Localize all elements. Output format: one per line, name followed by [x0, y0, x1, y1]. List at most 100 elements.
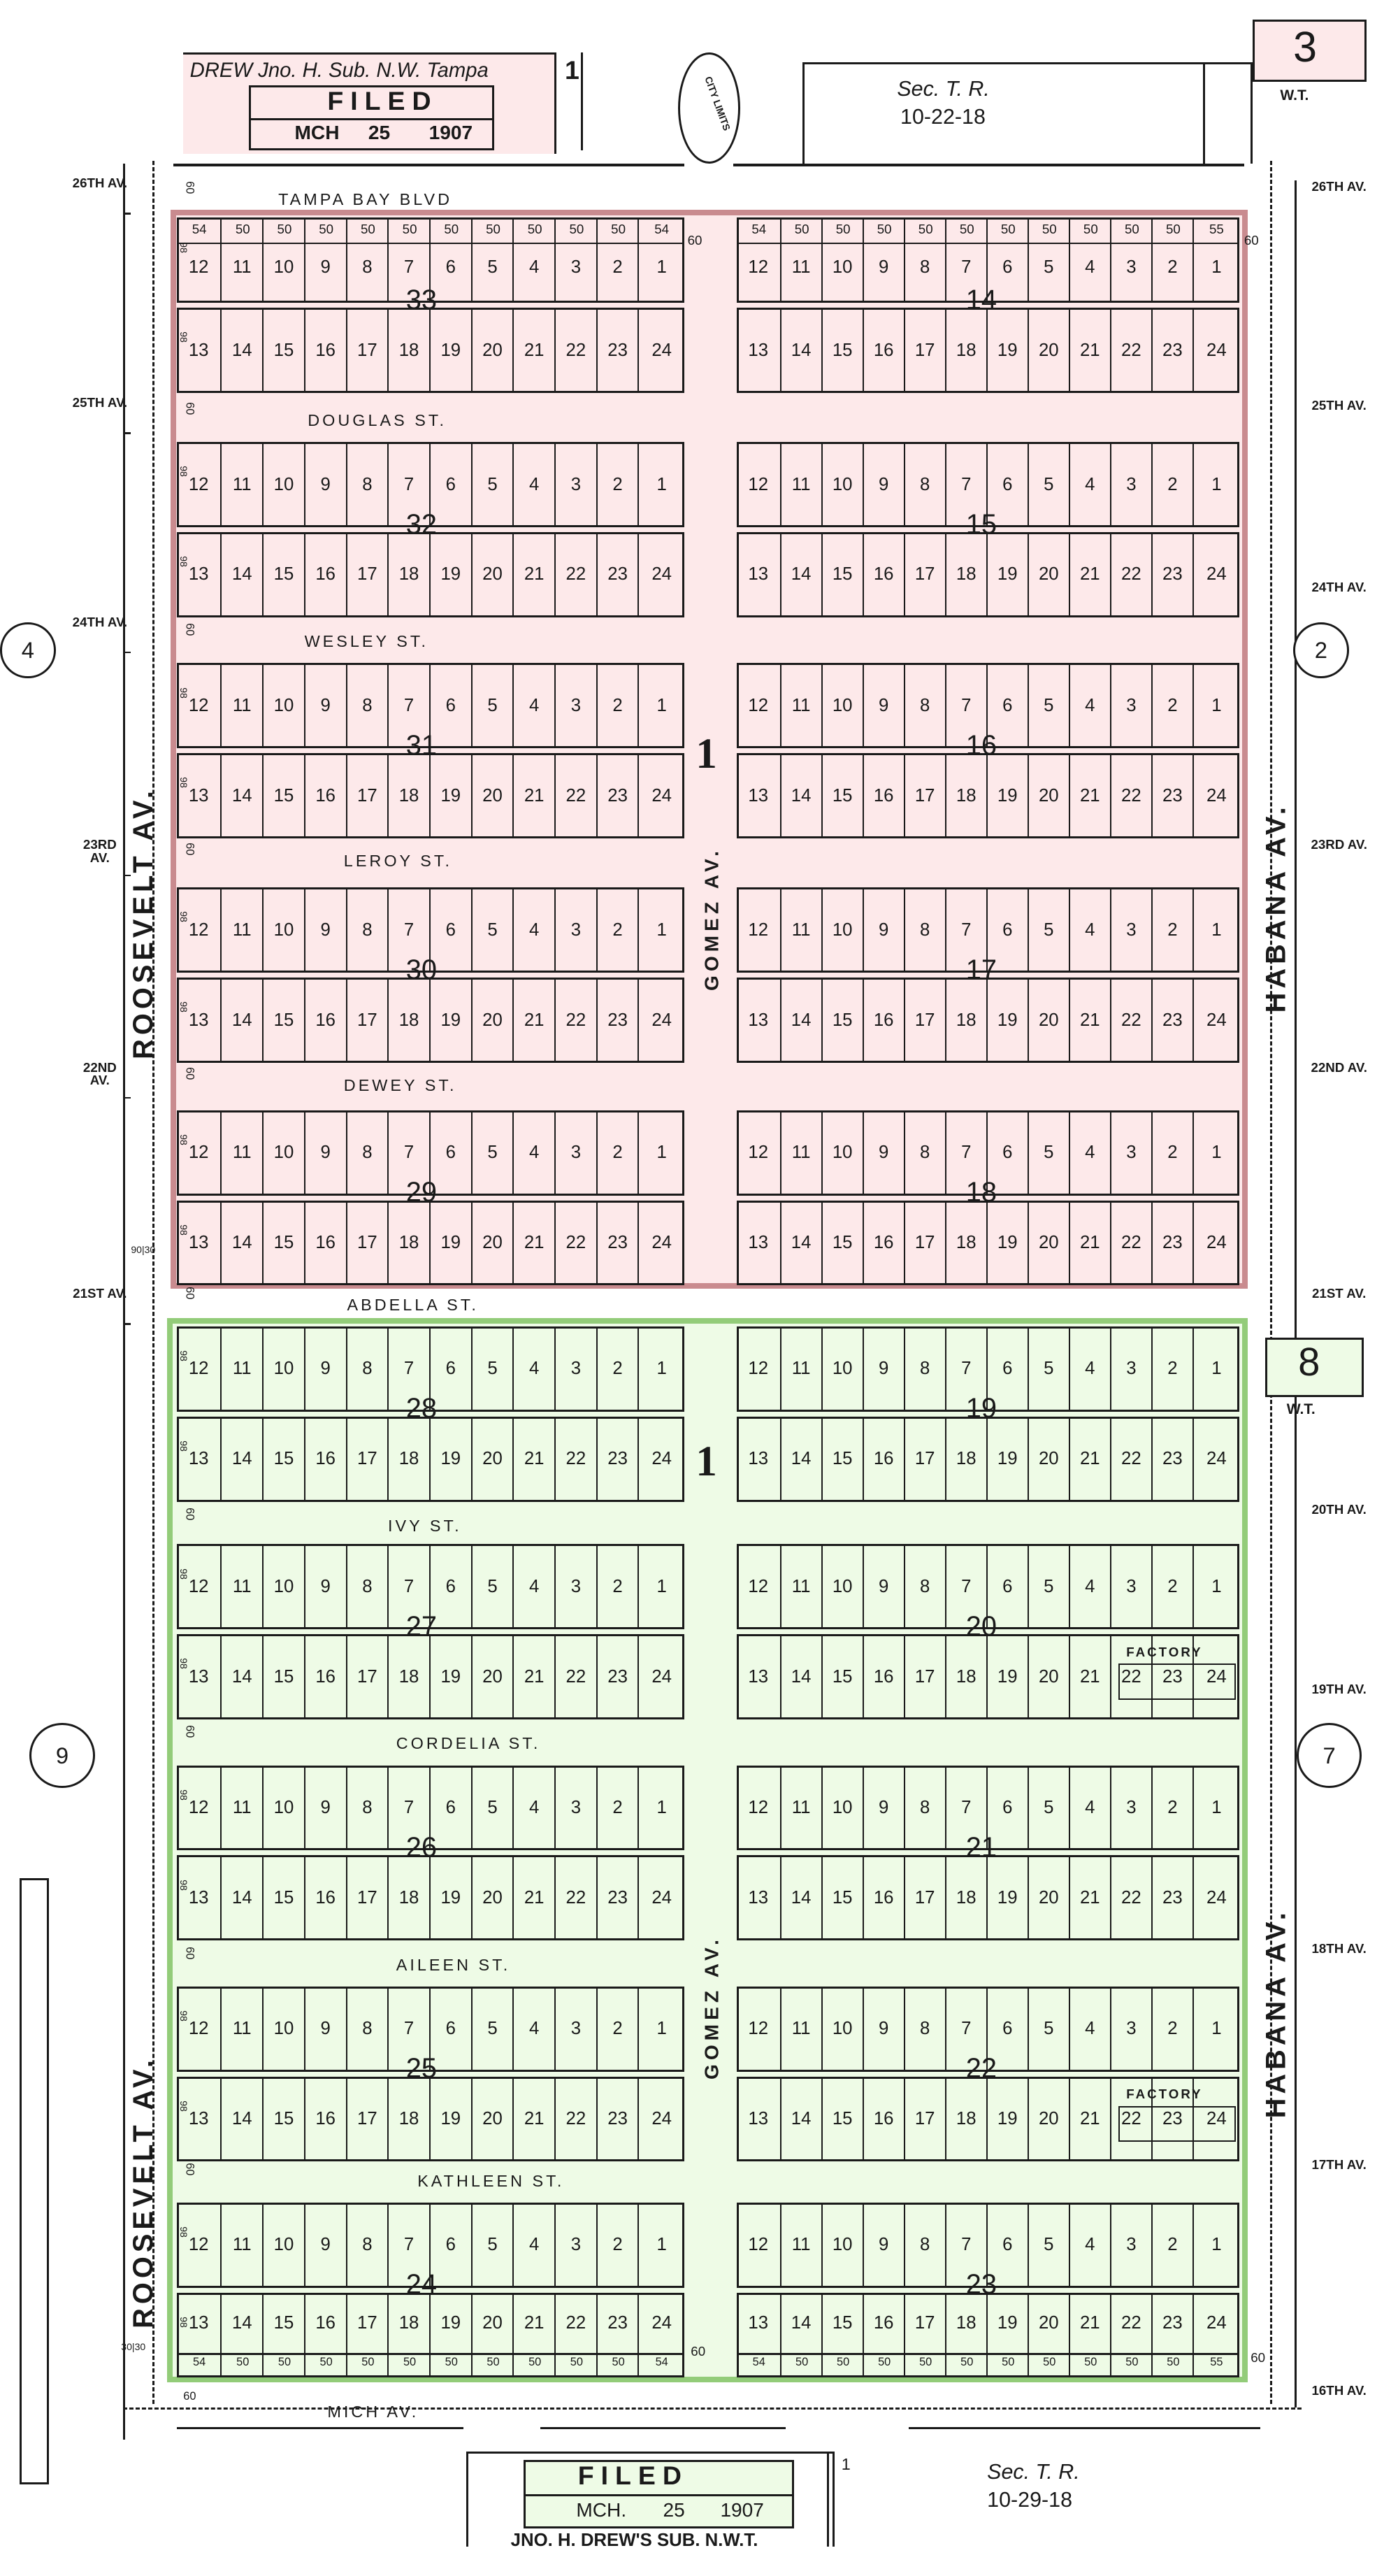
lot-31-5: 5 — [472, 663, 514, 749]
frontage-left-top-9: 50 — [569, 221, 584, 236]
lot-24-11: 11 — [222, 2202, 264, 2288]
frontage-left-top-7: 50 — [486, 221, 500, 236]
lot-32-23: 23 — [597, 532, 640, 617]
lot-18-19: 19 — [987, 1200, 1029, 1286]
lot-32-7: 7 — [389, 442, 431, 528]
lot-24-13: 13 — [176, 2292, 222, 2378]
lot-24-5: 5 — [472, 2202, 514, 2288]
lot-32-18: 18 — [389, 532, 431, 617]
adjacent-sheet-2: 2 — [1293, 622, 1349, 678]
lot-16-7: 7 — [946, 663, 988, 749]
footer-sheet-number: 1 — [841, 2454, 851, 2473]
section-number-north: 1 — [696, 731, 717, 778]
lot-depth-label: 98 — [178, 1224, 190, 1236]
lot-16-10: 10 — [822, 663, 864, 749]
street-width-label: 60 — [183, 1286, 196, 1300]
lot-30-17: 17 — [347, 978, 389, 1063]
lot-18-2: 2 — [1152, 1110, 1194, 1196]
lot-15-9: 9 — [863, 442, 905, 528]
frontage-left-top-5: 50 — [402, 221, 417, 236]
city-limits-circle — [677, 52, 740, 164]
lot-20-6: 6 — [987, 1544, 1029, 1630]
lot-32-8: 8 — [347, 442, 389, 528]
lot-28-23: 23 — [597, 1416, 640, 1502]
lot-24-17: 17 — [347, 2292, 389, 2378]
lot-16-19: 19 — [987, 753, 1029, 839]
filed-stamp — [248, 85, 495, 151]
lot-28-7: 7 — [389, 1326, 431, 1412]
lot-24-18: 18 — [389, 2292, 431, 2378]
lot-25-10: 10 — [264, 1986, 305, 2072]
lot-22-12: 12 — [736, 1986, 781, 2072]
lot-27-4: 4 — [514, 1544, 556, 1630]
frontage-left-bottom-2: 50 — [278, 2356, 291, 2369]
frontage-left-top-8: 50 — [527, 221, 542, 236]
lot-14-4: 4 — [1069, 217, 1111, 303]
lot-19-15: 15 — [822, 1416, 864, 1502]
street-label-kathleen-st-: KATHLEEN ST. — [417, 2171, 565, 2190]
lot-26-14: 14 — [222, 1855, 264, 1941]
tampa-bay-blvd-north-edge-left — [173, 164, 684, 166]
mich-av-south-edge-left — [176, 2426, 463, 2429]
lot-25-20: 20 — [472, 2076, 514, 2162]
lot-30-16: 16 — [305, 978, 347, 1063]
lot-30-12: 12 — [176, 887, 222, 973]
frontage-right-top-8: 50 — [1083, 221, 1098, 236]
lot-32-4: 4 — [514, 442, 556, 528]
lot-23-4: 4 — [1069, 2202, 1111, 2288]
habana-east-line — [1295, 180, 1297, 2407]
lot-29-2: 2 — [597, 1110, 640, 1196]
lot-15-24: 24 — [1193, 532, 1239, 617]
avenue-label-right-4: 22ND AV. — [1311, 1059, 1367, 1075]
block-number-26: 26 — [405, 1831, 438, 1863]
frontage-right-bottom-3: 50 — [878, 2356, 891, 2369]
roosevelt-lot-edge-4 — [122, 1097, 131, 1099]
lot-29-13: 13 — [176, 1200, 222, 1286]
north-tract-highlight — [170, 209, 1248, 1289]
lot-25-18: 18 — [389, 2076, 431, 2162]
mich-av-south-edge-right — [908, 2426, 1261, 2429]
lot-24-7: 7 — [389, 2202, 431, 2288]
frontage-right-top-4: 50 — [918, 221, 933, 236]
lot-30-18: 18 — [389, 978, 431, 1063]
lot-24-21: 21 — [514, 2292, 556, 2378]
avenue-label-right-6: 20TH AV. — [1311, 1501, 1367, 1517]
lot-18-6: 6 — [987, 1110, 1029, 1196]
lot-15-8: 8 — [905, 442, 946, 528]
lot-30-4: 4 — [514, 887, 556, 973]
section-box-inner — [1203, 62, 1206, 164]
lot-20-14: 14 — [781, 1634, 823, 1719]
lot-16-23: 23 — [1152, 753, 1194, 839]
frontage-left-bottom-7: 50 — [487, 2356, 500, 2369]
lot-23-9: 9 — [863, 2202, 905, 2288]
lot-27-22: 22 — [556, 1634, 598, 1719]
lot-14-13: 13 — [736, 308, 781, 394]
frontage-divider-23 — [736, 2353, 1239, 2355]
lot-30-14: 14 — [222, 978, 264, 1063]
lot-26-22: 22 — [556, 1855, 598, 1941]
frontage-left-top-10: 50 — [611, 221, 626, 236]
lot-18-9: 9 — [863, 1110, 905, 1196]
block-number-14: 14 — [965, 284, 997, 315]
lot-31-17: 17 — [347, 753, 389, 839]
lot-26-2: 2 — [597, 1765, 640, 1851]
lot-16-8: 8 — [905, 663, 946, 749]
lot-24-4: 4 — [514, 2202, 556, 2288]
lot-28-16: 16 — [305, 1416, 347, 1502]
lot-24-22: 22 — [556, 2292, 598, 2378]
lot-20-22: 22 — [1111, 1634, 1153, 1719]
lot-31-4: 4 — [514, 663, 556, 749]
lot-16-17: 17 — [905, 753, 946, 839]
avenue-label-right-3: 23RD AV. — [1311, 837, 1367, 852]
lot-22-22: 22 — [1111, 2076, 1153, 2162]
filed-year: 1907 — [428, 121, 473, 143]
lot-25-5: 5 — [472, 1986, 514, 2072]
lot-29-24: 24 — [639, 1200, 684, 1286]
footer-box-inner — [826, 2451, 829, 2547]
lot-33-9: 9 — [305, 217, 347, 303]
lot-21-7: 7 — [946, 1765, 988, 1851]
lot-21-9: 9 — [863, 1765, 905, 1851]
lot-23-23: 23 — [1152, 2292, 1194, 2378]
frontage-left-bottom-3: 50 — [319, 2356, 333, 2369]
section-label: Sec. T. R. — [897, 77, 990, 101]
